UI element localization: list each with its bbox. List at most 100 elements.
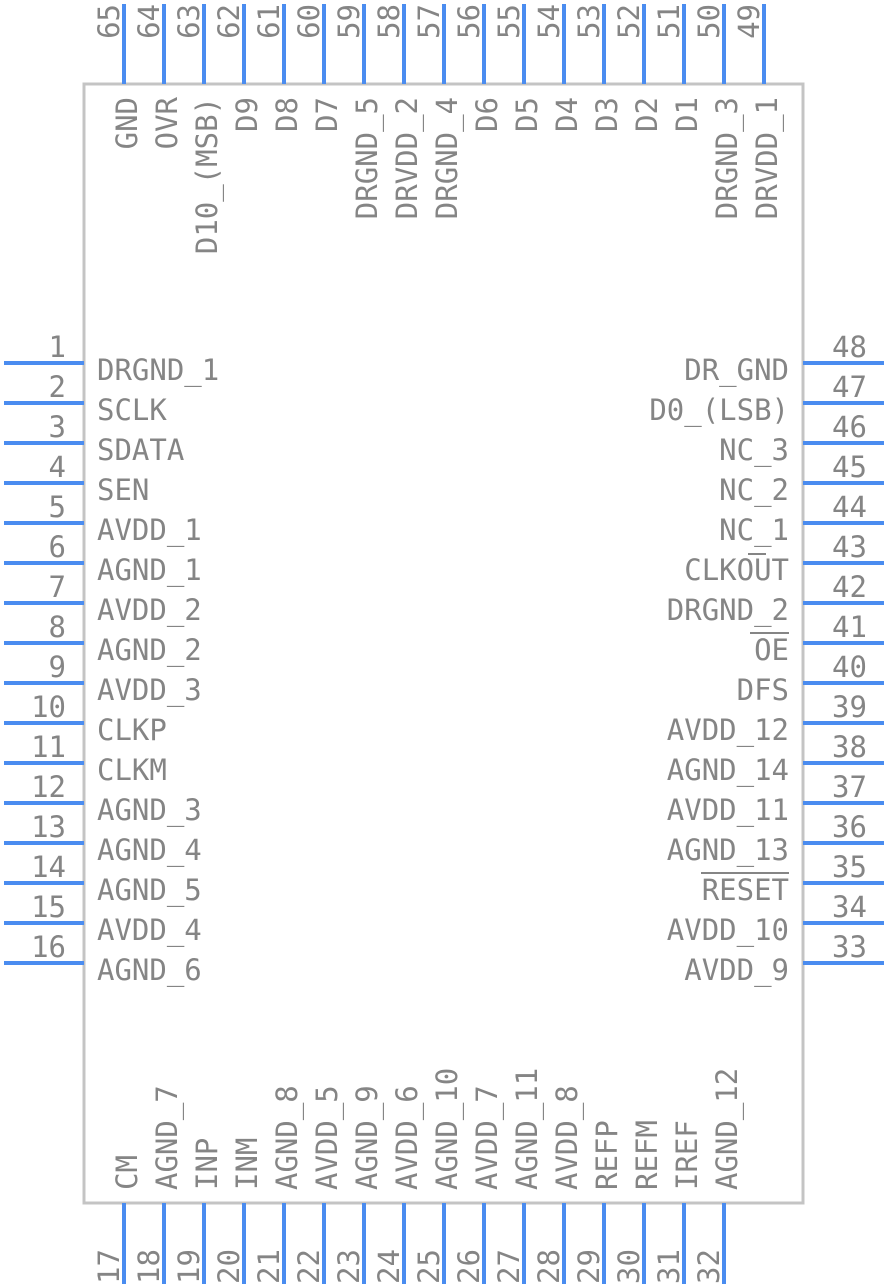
pin-number-60: 60	[292, 4, 326, 39]
pin-label-23: AGND_9	[350, 1085, 385, 1190]
pin-number-4: 4	[49, 450, 66, 484]
pin-label-8: AGND_2	[97, 633, 202, 668]
pin-label-20: INM	[230, 1138, 264, 1190]
pin-label-15: AVDD_4	[97, 913, 202, 948]
pin-number-21: 21	[252, 1249, 286, 1284]
pin-number-12: 12	[31, 770, 66, 804]
pin-label-1: DRGND_1	[97, 353, 219, 388]
pin-number-28: 28	[532, 1249, 566, 1284]
pin-label-46: NC_3	[719, 433, 789, 468]
pin-label-56: D6	[470, 97, 504, 132]
pin-label-44: NC_1	[719, 513, 789, 548]
pin-number-54: 54	[532, 4, 566, 39]
pin-number-53: 53	[572, 4, 606, 39]
pin-label-17: CM	[110, 1155, 144, 1190]
pin-label-10: CLKP	[97, 713, 167, 747]
pin-label-63: D10_(MSB)	[190, 97, 225, 254]
pin-number-2: 2	[49, 370, 66, 404]
pin-number-5: 5	[49, 490, 66, 524]
pin-label-33: AVDD_9	[684, 953, 789, 988]
pin-label-35: RESET	[702, 873, 789, 907]
pin-number-15: 15	[31, 890, 66, 924]
pin-label-34: AVDD_10	[667, 913, 789, 948]
pin-number-11: 11	[31, 730, 66, 764]
pin-label-30: REFM	[630, 1120, 664, 1190]
pin-number-29: 29	[572, 1249, 606, 1284]
pin-label-18: AGND_7	[150, 1085, 185, 1190]
pin-label-58: DRVDD_2	[390, 97, 425, 219]
pin-label-48: DR_GND	[684, 353, 789, 388]
pin-number-49: 49	[732, 4, 766, 39]
pin-number-33: 33	[832, 930, 867, 964]
pin-number-23: 23	[332, 1249, 366, 1284]
pin-number-34: 34	[832, 890, 867, 924]
pin-number-63: 63	[172, 4, 206, 39]
pin-label-61: D8	[270, 97, 304, 132]
pin-label-37: AVDD_11	[667, 793, 789, 828]
pin-label-42: DRGND_2	[667, 593, 789, 628]
pin-number-48: 48	[832, 330, 867, 364]
pin-number-14: 14	[31, 850, 66, 884]
pin-label-24: AVDD_6	[390, 1085, 425, 1190]
pin-number-65: 65	[92, 4, 126, 39]
pin-number-1: 1	[49, 330, 66, 364]
pin-number-9: 9	[49, 650, 66, 684]
pin-label-16: AGND_6	[97, 953, 202, 988]
pin-label-43: CLKOUT	[684, 553, 789, 587]
pin-label-53: D3	[590, 97, 624, 132]
pin-label-4: SEN	[97, 473, 149, 507]
pin-label-2: SCLK	[97, 393, 167, 427]
pin-number-3: 3	[49, 410, 66, 444]
pin-label-64: OVR	[150, 96, 184, 149]
pin-number-24: 24	[372, 1249, 406, 1284]
pin-label-62: D9	[230, 97, 264, 132]
pin-number-18: 18	[132, 1249, 166, 1284]
pin-label-51: D1	[670, 97, 704, 132]
pin-number-10: 10	[31, 690, 66, 724]
pin-label-3: SDATA	[97, 433, 184, 467]
pin-number-64: 64	[132, 4, 166, 39]
pin-number-27: 27	[492, 1249, 526, 1284]
pin-label-54: D4	[550, 97, 584, 132]
pin-label-55: D5	[510, 97, 544, 132]
pin-number-19: 19	[172, 1249, 206, 1284]
pin-label-31: IREF	[670, 1120, 704, 1190]
pin-label-47: D0_(LSB)	[649, 393, 789, 428]
pin-number-43: 43	[832, 530, 867, 564]
pin-label-9: AVDD_3	[97, 673, 202, 708]
pin-number-55: 55	[492, 4, 526, 39]
pin-number-62: 62	[212, 4, 246, 39]
pin-label-12: AGND_3	[97, 793, 202, 828]
pin-number-7: 7	[49, 570, 66, 604]
pin-number-36: 36	[832, 810, 867, 844]
pin-number-35: 35	[832, 850, 867, 884]
pin-label-49: DRVDD_1	[750, 97, 785, 219]
pin-number-61: 61	[252, 4, 286, 39]
pin-label-40: DFS	[737, 673, 789, 707]
pin-number-56: 56	[452, 4, 486, 39]
pin-label-28: AVDD_8	[550, 1085, 585, 1190]
pin-label-45: NC_2	[719, 473, 789, 508]
pin-label-13: AGND_4	[97, 833, 202, 868]
pin-number-44: 44	[832, 490, 867, 524]
pin-number-17: 17	[92, 1249, 126, 1284]
pin-number-16: 16	[31, 930, 66, 964]
pin-label-52: D2	[630, 97, 664, 132]
pin-number-37: 37	[832, 770, 867, 804]
pin-number-13: 13	[31, 810, 66, 844]
pin-number-31: 31	[652, 1249, 686, 1284]
pin-number-58: 58	[372, 4, 406, 39]
pin-number-42: 42	[832, 570, 867, 604]
pin-number-39: 39	[832, 690, 867, 724]
pin-number-8: 8	[49, 610, 66, 644]
pin-label-11: CLKM	[97, 753, 167, 787]
pin-number-20: 20	[212, 1249, 246, 1284]
pin-label-26: AVDD_7	[470, 1085, 505, 1190]
pin-number-47: 47	[832, 370, 867, 404]
pin-label-39: AVDD_12	[667, 713, 789, 748]
pin-number-59: 59	[332, 4, 366, 39]
pin-number-41: 41	[832, 610, 867, 644]
pins-layer: 1DRGND_12SCLK3SDATA4SEN5AVDD_16AGND_17AV…	[4, 4, 884, 1284]
pin-number-50: 50	[692, 4, 726, 39]
